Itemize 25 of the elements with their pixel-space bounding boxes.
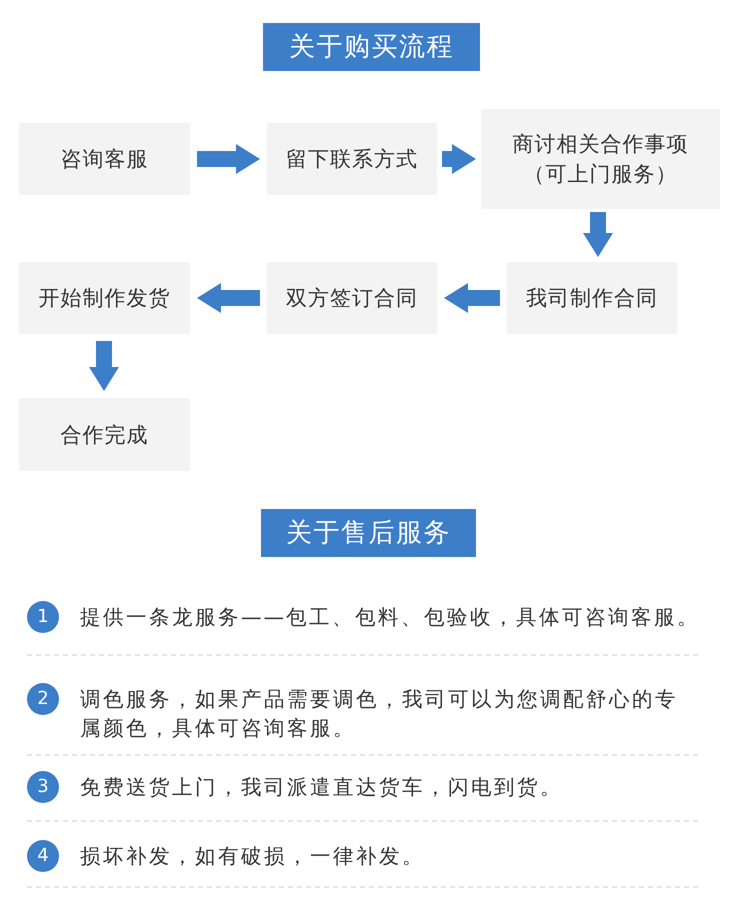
heading-banner — [261, 509, 476, 557]
block-arrow — [197, 144, 260, 174]
number-circle: 2 — [27, 683, 59, 715]
service-description: 损坏补发，如有破损，一律补发。 — [80, 842, 426, 870]
block-arrow — [89, 341, 119, 391]
step-label: 留下联系方式 — [286, 146, 418, 173]
step-label: 开始制作发货 — [38, 285, 170, 312]
step-label: 商讨相关合作事项（可上门服务） — [512, 131, 690, 188]
service-description: 免费送货上门，我司派遣直达货车，闪电到货。 — [80, 774, 564, 800]
block-arrow — [444, 283, 500, 313]
block-arrow — [197, 283, 260, 313]
service-description: 调色服务，如果产品需要调色，我司可以为您调配舒心的专属颜色，具体可咨询客服。 — [80, 686, 679, 742]
number-circle: 4 — [27, 840, 59, 872]
step-label: 我司制作合同 — [526, 285, 658, 312]
step-label: 双方签订合同 — [286, 285, 418, 312]
number-circle: 1 — [27, 601, 59, 633]
heading-banner — [263, 23, 480, 71]
step-label: 合作完成 — [60, 422, 148, 448]
section-heading: 关于售后服务 — [286, 517, 451, 550]
block-arrow — [442, 144, 476, 174]
block-arrow — [583, 212, 613, 257]
section-heading: 关于购买流程 — [289, 31, 454, 64]
service-description: 提供一条龙服务——包工、包料、包验收，具体可咨询客服。 — [80, 604, 701, 630]
step-label: 咨询客服 — [60, 146, 148, 173]
number-circle: 3 — [27, 771, 59, 803]
